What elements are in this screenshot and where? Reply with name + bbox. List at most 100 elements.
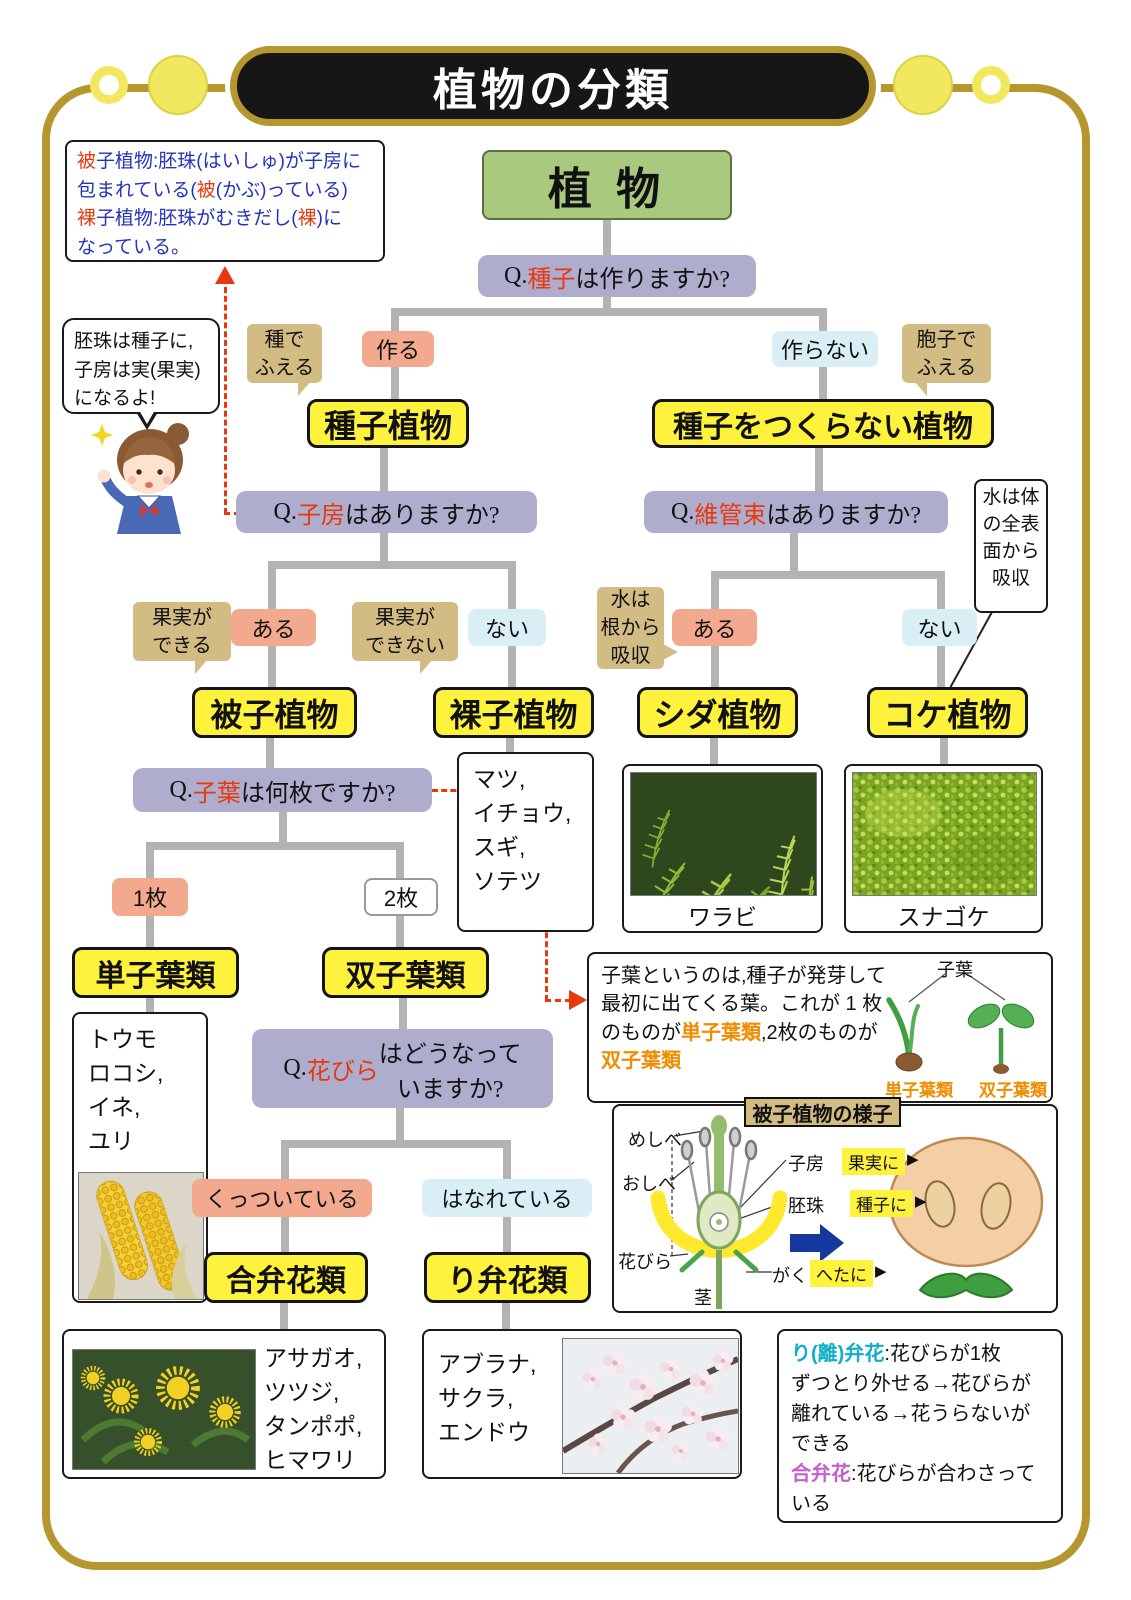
callout-water-root: 水は 根から 吸収	[597, 587, 664, 669]
gymnosperm-examples-box: マツ, イチョウ, スギ, ソテツ	[457, 752, 594, 932]
label-stamen: おしべ	[622, 1174, 676, 1194]
anatomy-box: めしべ おしべ 花びら 茎 子房 胚珠 がく 果実に 種子に へたに ▶ ▶ ▶	[612, 1104, 1058, 1313]
callout-fruit-not-forms: 果実が できない	[352, 602, 458, 661]
label-stem: 茎	[694, 1288, 712, 1308]
sympetalous-examples: アサガオ, ツツジ, タンポポ, ヒマワリ	[264, 1345, 363, 1474]
node-gymnosperms: 裸子植物	[433, 687, 594, 738]
decoration-circle-large-left	[148, 55, 208, 115]
teacher-girl-illustration	[91, 423, 189, 534]
chip-becomes-seed: 種子に	[850, 1190, 913, 1217]
definition-note-text: 被子植物:胚珠(はいしゅ)が子房に 包まれている(被(かぶ)っている) 裸子植物…	[77, 151, 361, 258]
anatomy-title: 被子植物の様子	[744, 1097, 901, 1127]
connector	[380, 533, 388, 565]
water-surface-pointer-line	[949, 611, 993, 689]
callout-fruit-forms: 果実が できる	[133, 602, 231, 661]
corn-photo	[78, 1172, 204, 1300]
petal-type-note-text: り(離)弁花:花びらが1枚 ずつとり外せる→花びらが 離れている→花うらないが …	[791, 1343, 1036, 1515]
answer-has-vascular: ある	[672, 609, 757, 646]
cotyledon-note: 子葉というのは,種子が発芽して 最初に出てくる葉。これが 1 枚 のものが単子葉…	[587, 952, 1053, 1103]
page-title: 植物の分類	[230, 46, 876, 126]
label-petal: 花びら	[618, 1252, 672, 1272]
connector	[146, 997, 154, 1014]
connector	[279, 811, 287, 846]
cotyledon-note-text: 子葉というのは,種子が発芽して 最初に出てくる葉。これが 1 枚 のものが単子葉…	[601, 965, 886, 1073]
moss-caption: スナゴケ	[897, 904, 990, 930]
connector	[281, 1140, 511, 1148]
answer-one-leaf: 1枚	[112, 878, 188, 916]
speech-bubble: 胚珠は種子に, 子房は実(果実) になるよ!	[62, 318, 220, 414]
cotyledon-sprout-label: 子葉	[937, 960, 973, 980]
node-seed-plants: 種子植物	[307, 399, 469, 448]
connector	[399, 997, 407, 1031]
node-monocots: 単子葉類	[72, 947, 239, 998]
connector	[710, 737, 718, 765]
connector	[603, 297, 611, 312]
chip-becomes-fruit: 果実に	[842, 1148, 905, 1175]
connector	[815, 447, 823, 493]
petal-type-note: り(離)弁花:花びらが1枚 ずつとり外せる→花びらが 離れている→花うらないが …	[777, 1329, 1063, 1523]
question-ovary: Q.子房はありますか?	[236, 491, 537, 533]
answer-two-leaves: 2枚	[364, 878, 438, 916]
callout-tail	[663, 644, 678, 660]
question-cotyledon: Q.子葉は何枚ですか?	[133, 768, 432, 812]
connector	[280, 1302, 288, 1331]
monocot-sprout-label: 単子葉類	[885, 1081, 953, 1100]
node-choripetalous: り弁花類	[424, 1252, 591, 1303]
connector	[380, 447, 388, 493]
seedling-illustration	[886, 973, 1035, 1074]
moss-photo-box: スナゴケ	[844, 764, 1043, 933]
red-dash	[224, 512, 240, 515]
node-ferns: シダ植物	[637, 687, 798, 738]
connector	[790, 533, 798, 575]
decoration-circle-small-left	[90, 66, 128, 104]
label-ovule: 胚珠	[788, 1196, 824, 1216]
sympetalous-examples-box: アサガオ, ツツジ, タンポポ, ヒマワリ	[62, 1329, 386, 1479]
monocot-examples-box: トウモ ロコシ, イネ, ユリ	[72, 1012, 208, 1303]
label-calyx: がく	[772, 1266, 808, 1286]
red-dash	[224, 287, 227, 514]
flower-anatomy-illustration	[650, 1115, 1044, 1309]
red-arrow-up	[215, 266, 235, 284]
fern-photo-box: ワラビ	[622, 764, 823, 933]
answer-no-ovary: ない	[468, 609, 546, 646]
decoration-circle-small-right	[972, 66, 1010, 104]
answer-separated: はなれている	[422, 1179, 592, 1217]
fern-caption: ワラビ	[688, 904, 757, 930]
connector	[603, 220, 611, 257]
connector	[506, 737, 514, 754]
choripetalous-examples: アブラナ, サクラ, エンドウ	[438, 1351, 537, 1446]
connector	[711, 571, 945, 579]
red-arrow-right	[569, 990, 587, 1010]
callout-tail	[195, 659, 208, 674]
fern-photo	[630, 772, 817, 896]
node-dicots: 双子葉類	[322, 947, 489, 998]
answer-no-vascular: ない	[902, 609, 977, 646]
question-vascular: Q.維管束はありますか?	[644, 491, 948, 533]
chip-becomes-heta: へたに	[810, 1260, 873, 1287]
pointer-triangle-fruit: ▶	[907, 1151, 919, 1168]
connector	[502, 1302, 510, 1331]
answer-not-make: 作らない	[772, 331, 878, 367]
label-ovary: 子房	[788, 1154, 824, 1174]
pointer-triangle-heta: ▶	[875, 1263, 887, 1280]
node-angiosperms: 被子植物	[192, 687, 357, 738]
node-sympetalous: 合弁花類	[204, 1252, 368, 1303]
connector	[146, 842, 404, 850]
choripetalous-examples-box: アブラナ, サクラ, エンドウ	[422, 1329, 742, 1479]
answer-has-ovary: ある	[231, 609, 316, 646]
cherry-blossom-photo	[562, 1338, 739, 1474]
moss-photo	[852, 772, 1037, 896]
answer-attached: くっついている	[192, 1179, 372, 1217]
red-dash	[545, 999, 571, 1002]
callout-water-surface: 水は体 の全表 面から 吸収	[974, 479, 1048, 613]
callout-seed-increase: 種で ふえる	[247, 324, 322, 383]
monocot-examples: トウモ ロコシ, イネ, ユリ	[88, 1026, 164, 1155]
connector	[391, 308, 827, 316]
speech-bubble-tail-inner	[139, 410, 155, 424]
connector	[266, 737, 274, 769]
callout-tail	[914, 381, 927, 396]
callout-tail	[298, 381, 311, 396]
node-non-seed-plants: 種子をつくらない植物	[652, 399, 994, 448]
question-petal: Q.花びらはどうなって いますか?	[252, 1029, 553, 1108]
